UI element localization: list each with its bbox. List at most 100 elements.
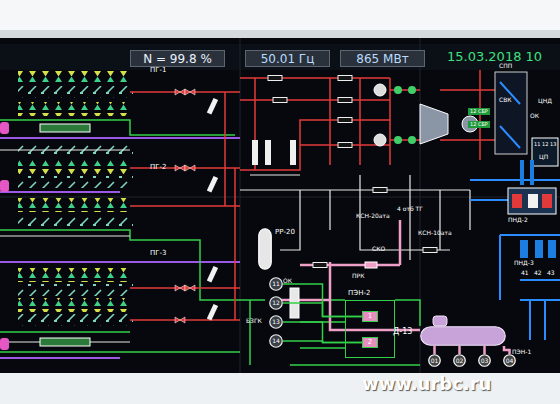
tag-label: ОК xyxy=(283,278,292,284)
status-lamp xyxy=(408,86,416,94)
watermark: www.urbc.ru xyxy=(362,375,491,393)
tag-label: СКО xyxy=(372,246,385,252)
status-box: 865 МВт xyxy=(340,50,425,67)
tag-label: КСН-10ата xyxy=(418,230,452,236)
separator-reheater xyxy=(495,72,527,154)
turbine-symbol xyxy=(420,104,448,144)
pipe-connector xyxy=(283,341,362,343)
pipe-connector xyxy=(283,284,362,317)
tag-label: КСН-20ата xyxy=(356,213,390,219)
separator-vessel: РР-20 xyxy=(258,228,272,270)
lp-heater xyxy=(508,188,556,214)
red-valve xyxy=(185,285,195,291)
circle-outline xyxy=(270,297,283,310)
tag-label: 41 xyxy=(521,270,529,276)
tag-label: ЦП xyxy=(539,154,548,160)
ceiling xyxy=(0,0,560,30)
heater-column xyxy=(265,140,271,165)
node-label: 14 xyxy=(269,334,283,348)
pipe-end xyxy=(0,122,9,134)
tag-label: СВК xyxy=(499,97,512,103)
screen-seam xyxy=(0,38,560,373)
heater-column xyxy=(252,140,258,165)
tag-label: 43 xyxy=(547,270,555,276)
tag-label: БЗГК xyxy=(246,318,262,324)
valve-row xyxy=(18,198,133,212)
purple-pipe xyxy=(0,138,240,358)
blue-column xyxy=(535,240,543,258)
pump-group: ПЭН-212 xyxy=(345,300,395,358)
tag-label: ПНД-2 xyxy=(508,217,528,223)
pipe-connector xyxy=(283,322,362,343)
check-row xyxy=(18,86,133,98)
deaerator-tank: Д-13 xyxy=(420,326,506,346)
node-label: РР-20 xyxy=(275,229,295,236)
valve-box xyxy=(268,76,282,81)
blue-pipe xyxy=(470,180,560,340)
valve-box xyxy=(313,263,327,268)
status-bar xyxy=(0,44,560,70)
indicator-panel xyxy=(532,138,558,166)
status-box: N = 99.8 % xyxy=(130,50,225,67)
tag-label: ПНД-3 xyxy=(514,260,534,266)
ceiling-edge xyxy=(0,30,560,38)
pump-circle: 01 xyxy=(428,354,441,367)
node-label: ПЭН-2 xyxy=(348,290,370,297)
tag-label: 13 xyxy=(550,142,556,147)
red-valve xyxy=(175,285,185,291)
valve-row xyxy=(18,160,133,174)
stop-valve xyxy=(374,134,386,146)
condensate-pipe xyxy=(280,220,420,330)
blue-column xyxy=(530,160,534,185)
node-label: 50.01 Гц xyxy=(246,51,329,66)
node-label: 01 xyxy=(428,354,441,367)
node-label: 13 xyxy=(269,315,283,329)
check-row xyxy=(18,214,133,226)
check-row xyxy=(18,314,133,326)
node-label: 03 xyxy=(478,354,491,367)
circle-outline xyxy=(429,355,441,367)
heater-element xyxy=(542,194,552,208)
valve-row xyxy=(18,268,133,282)
node-outline xyxy=(420,326,506,346)
node-label: Д-13 xyxy=(393,328,412,336)
safety-valve xyxy=(207,266,218,283)
blue-column xyxy=(520,160,524,185)
node-label: 11 xyxy=(269,277,283,291)
pipe-connector xyxy=(283,303,362,317)
tag-label: ПГ-3 xyxy=(150,250,167,257)
node-label: N = 99.8 % xyxy=(131,51,224,66)
valve-row xyxy=(18,102,133,116)
tag-label: ПГ-2 xyxy=(150,164,167,171)
node-label: 12 xyxy=(269,296,283,310)
heater-symbol xyxy=(40,338,90,346)
tag-label: 12 xyxy=(542,142,548,147)
pipe-end xyxy=(0,180,9,192)
pump-circle: 14 xyxy=(269,334,283,348)
tag-label: ПЭН-1 xyxy=(512,349,531,355)
check-row xyxy=(18,284,133,296)
circle-outline xyxy=(270,278,283,291)
valve-row xyxy=(18,70,133,84)
heater-element xyxy=(512,194,522,208)
stop-valve xyxy=(374,84,386,96)
red-valve xyxy=(175,165,185,171)
circle-outline xyxy=(270,335,283,348)
blue-column xyxy=(548,240,556,258)
red-valve xyxy=(185,89,195,95)
tag-label: СПП xyxy=(499,63,512,69)
node-label: 2 xyxy=(363,338,377,347)
heater-element xyxy=(528,194,538,208)
pump-circle: 04 xyxy=(503,354,516,367)
tag-label: 42 xyxy=(534,270,542,276)
tag-label: ОК xyxy=(530,113,539,119)
valve-box xyxy=(338,143,352,148)
pipe-connector xyxy=(458,346,461,354)
node-label: 1 xyxy=(363,312,377,321)
node-label: 02 xyxy=(453,354,466,367)
status-lamp xyxy=(394,86,402,94)
pump-circle: 12 xyxy=(269,296,283,310)
